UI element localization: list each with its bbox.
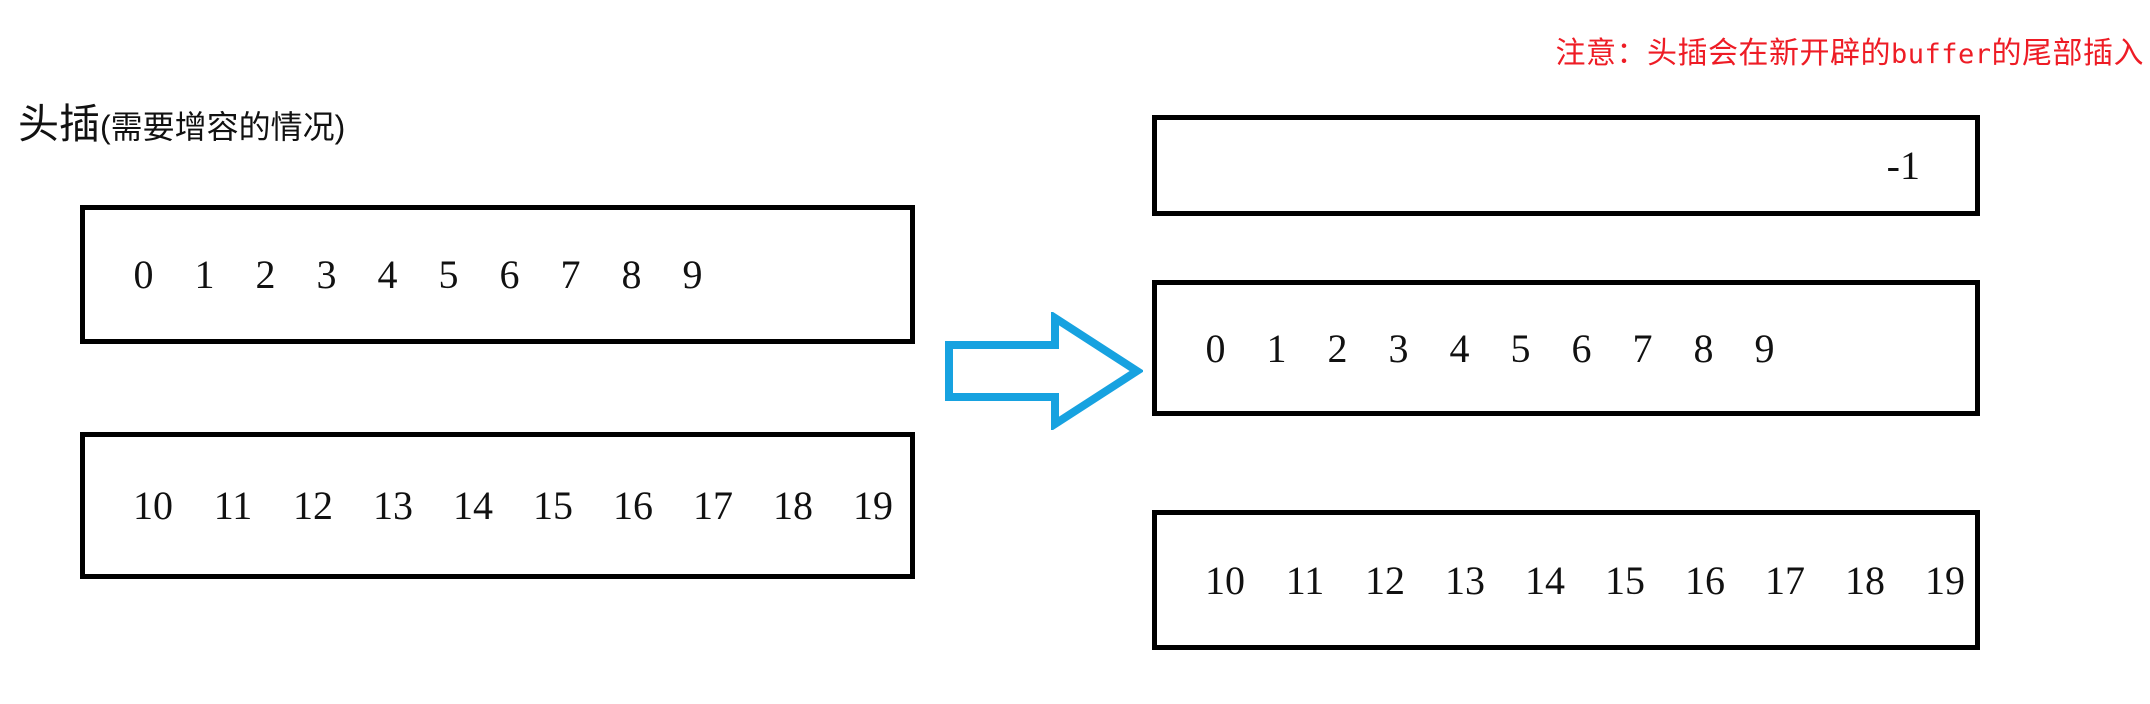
after-buffer-b-cell-3: 13: [1445, 557, 1485, 603]
after-buffer-b-cell-7: 17: [1765, 557, 1805, 603]
before-buffer-a-cell-6: 6: [499, 252, 520, 297]
after-buffer-a-cell-4: 4: [1449, 325, 1470, 371]
after-buffer-a-cell-3: 3: [1388, 325, 1409, 371]
before-buffer-b-cell-1: 11: [213, 483, 253, 528]
right-arrow-icon: [943, 310, 1145, 432]
after-new-head-value: -1: [1886, 143, 1920, 188]
before-buffer-b-cell-5: 15: [533, 483, 573, 528]
before-buffer-a-cell-7: 7: [560, 252, 581, 297]
after-buffer-b-cell-6: 16: [1685, 557, 1725, 603]
before-buffer-a-cell-1: 1: [194, 252, 215, 297]
after-buffer-a-cell-8: 8: [1693, 325, 1714, 371]
red-annotation-head: 注意：头插会在新开辟的: [1555, 37, 1891, 70]
after-buffer-b-cell-4: 14: [1525, 557, 1565, 603]
red-annotation-tail: 的尾部插入: [1991, 37, 2144, 70]
before-buffer-b-cell-7: 17: [693, 483, 733, 528]
after-buffer-a-cell-1: 1: [1266, 325, 1287, 371]
after-buffer-b-cell-9: 19: [1925, 557, 1965, 603]
before-buffer-b-cell-8: 18: [773, 483, 813, 528]
before-buffer-a-cell-8: 8: [621, 252, 642, 297]
before-buffer-b-cell-0: 10: [133, 483, 173, 528]
before-buffer-a-cell-2: 2: [255, 252, 276, 297]
after-buffer-a-cell-5: 5: [1510, 325, 1531, 371]
after-buffer-b-cells: 10 11 12 13 14 15 16 17 18 19: [1157, 557, 1985, 604]
title-main-text: 头插: [18, 101, 100, 147]
after-new-head-box: -1: [1152, 115, 1980, 216]
before-buffer-b-cells: 10 11 12 13 14 15 16 17 18 19: [85, 482, 913, 529]
page-title: 头插(需要增容的情况): [18, 101, 345, 148]
red-annotation: 注意：头插会在新开辟的buffer的尾部插入: [1555, 28, 2144, 72]
before-buffer-a-cell-3: 3: [316, 252, 337, 297]
after-buffer-b-cell-5: 15: [1605, 557, 1645, 603]
before-buffer-b-cell-2: 12: [293, 483, 333, 528]
after-buffer-b-cell-1: 11: [1285, 557, 1325, 603]
before-buffer-b-box: 10 11 12 13 14 15 16 17 18 19: [80, 432, 915, 579]
after-buffer-b-box: 10 11 12 13 14 15 16 17 18 19: [1152, 510, 1980, 650]
after-buffer-a-cell-9: 9: [1754, 325, 1775, 371]
before-buffer-a-cell-5: 5: [438, 252, 459, 297]
before-buffer-b-cell-3: 13: [373, 483, 413, 528]
before-buffer-b-cell-4: 14: [453, 483, 493, 528]
after-buffer-a-cell-0: 0: [1205, 325, 1226, 371]
red-annotation-buffer-word: buffer: [1890, 39, 1992, 70]
after-buffer-b-cell-0: 10: [1205, 557, 1245, 603]
before-buffer-b-cell-9: 19: [853, 483, 893, 528]
title-paren-text: (需要增容的情况): [100, 109, 346, 145]
before-buffer-a-cell-0: 0: [133, 252, 154, 297]
after-buffer-a-cell-6: 6: [1571, 325, 1592, 371]
after-buffer-b-cell-2: 12: [1365, 557, 1405, 603]
before-buffer-a-cell-9: 9: [682, 252, 703, 297]
after-buffer-b-cell-8: 18: [1845, 557, 1885, 603]
after-buffer-a-cell-7: 7: [1632, 325, 1653, 371]
before-buffer-b-cell-6: 16: [613, 483, 653, 528]
before-buffer-a-cell-4: 4: [377, 252, 398, 297]
after-buffer-a-cell-2: 2: [1327, 325, 1348, 371]
